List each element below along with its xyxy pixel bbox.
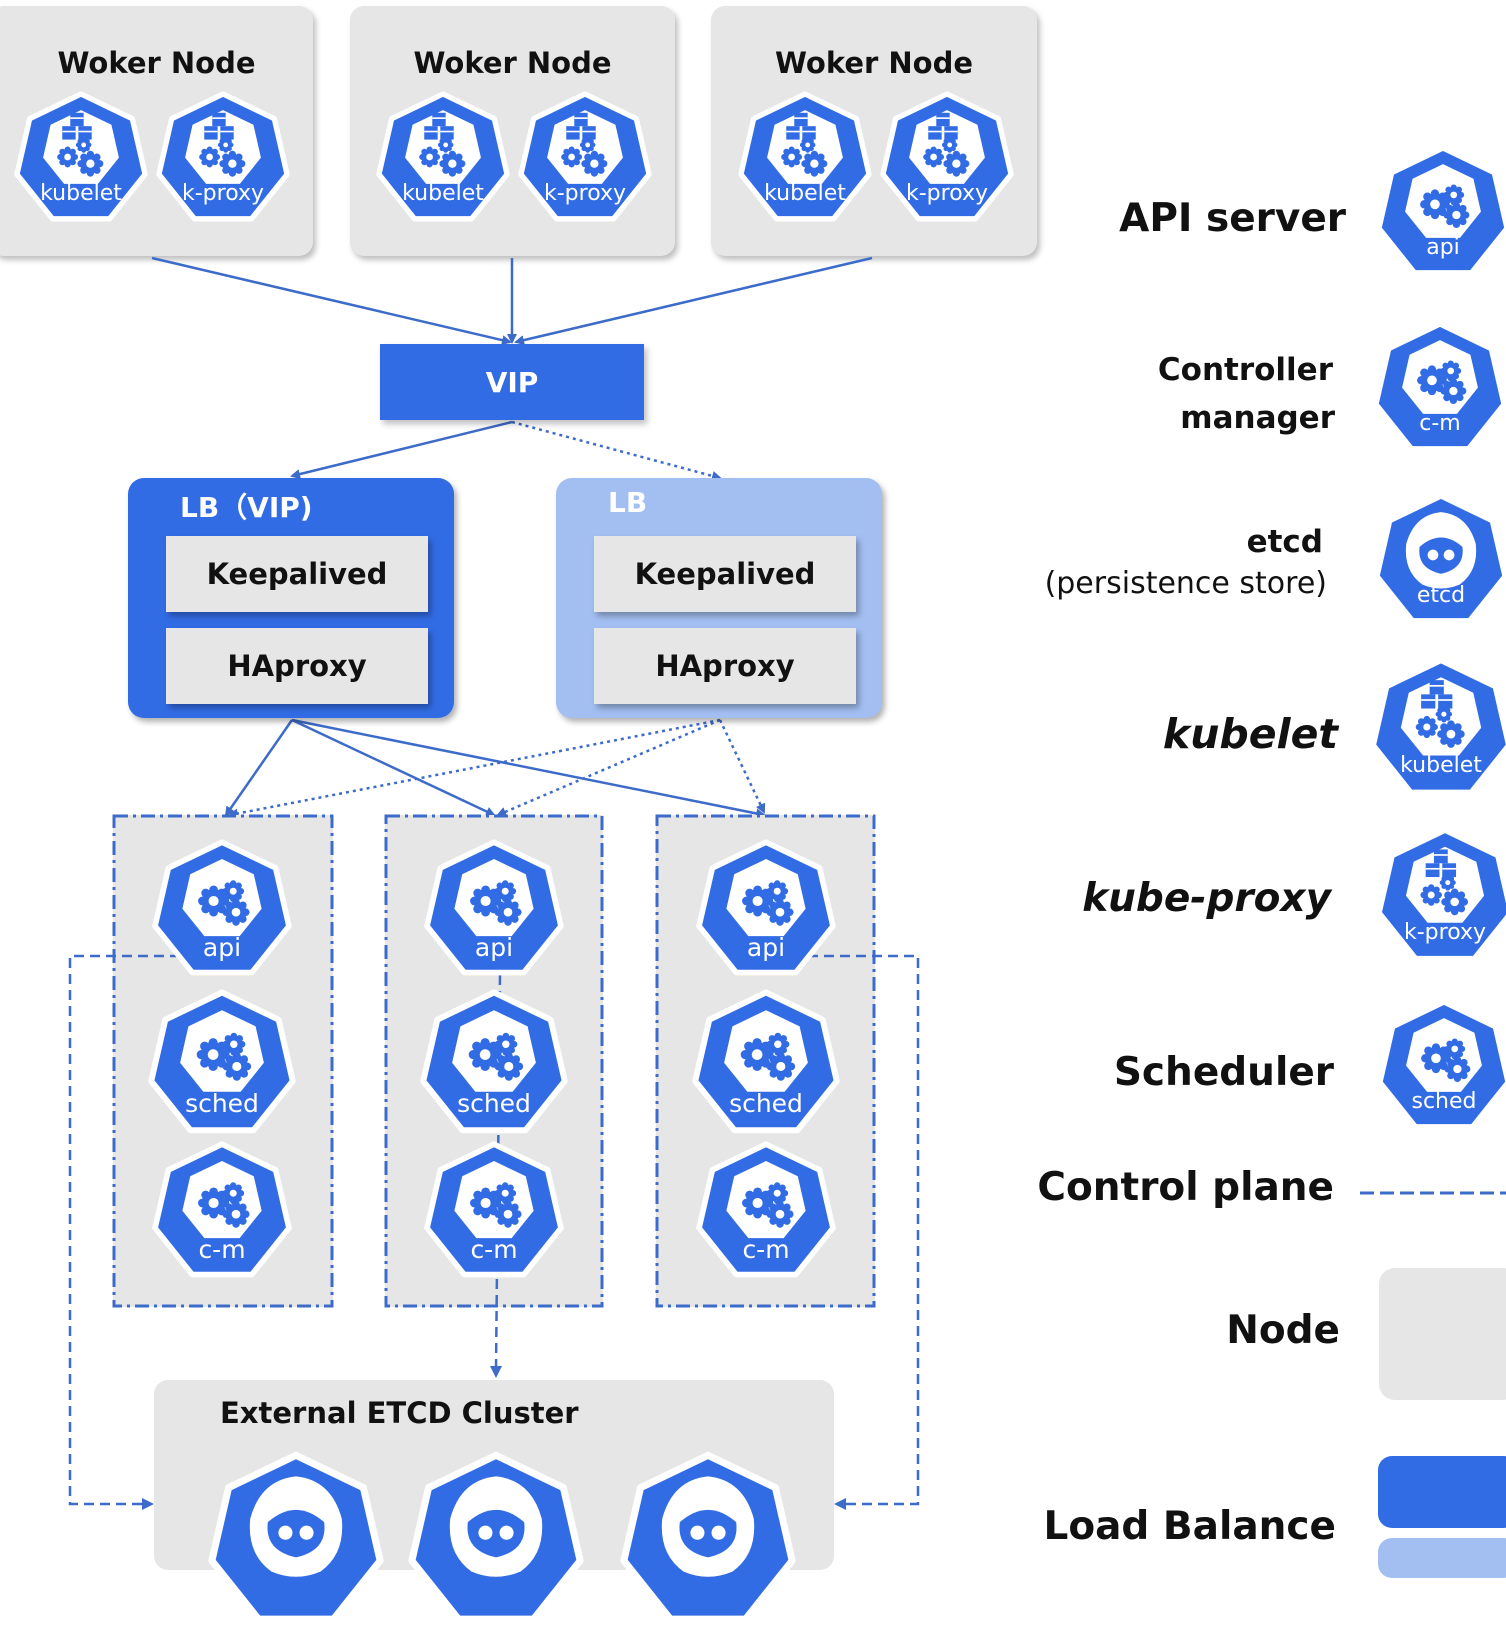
worker-node-title: Woker Node xyxy=(57,46,256,80)
kubelet-icon: kubelet xyxy=(738,90,872,224)
api-icon: api xyxy=(424,838,564,978)
legend-etcd-label-2: (persistence store) xyxy=(1044,566,1327,601)
controller-manager-icon: c-m xyxy=(696,1140,836,1280)
sched-icon: sched xyxy=(692,988,840,1136)
legend-api-server-label: API server xyxy=(1119,196,1346,241)
kube-proxy-icon: k-proxy xyxy=(1376,826,1506,964)
legend-swatches xyxy=(1360,1191,1506,1195)
legend-lb-backup-swatch xyxy=(1378,1538,1506,1578)
lb-title: LB xyxy=(608,486,648,519)
vip-label: VIP xyxy=(485,365,539,399)
legend-etcd-label-1: etcd xyxy=(1246,524,1323,560)
icon-label: k-proxy xyxy=(905,181,989,207)
icon-label: sched xyxy=(185,1088,259,1118)
icon-label: c-m xyxy=(1419,411,1461,437)
legend-load-balance-label: Load Balance xyxy=(1043,1504,1336,1549)
kube-proxy-icon: k-proxy xyxy=(156,90,290,224)
keepalived-box: Keepalived xyxy=(594,536,856,612)
kube-proxy-icon: k-proxy xyxy=(880,90,1014,224)
icon-label: api xyxy=(746,933,786,963)
legend-control-plane-label: Control plane xyxy=(1037,1165,1334,1210)
lb-backup-box: LB Keepalived HAproxy xyxy=(556,478,882,718)
kubelet-icon: kubelet xyxy=(14,90,148,224)
api-icon: api xyxy=(696,838,836,978)
icon-label: sched xyxy=(457,1088,531,1118)
connector-lines xyxy=(151,256,873,819)
sched-icon: sched xyxy=(420,988,568,1136)
legend-scheduler-label: Scheduler xyxy=(1113,1050,1334,1095)
keepalived-label: Keepalived xyxy=(634,557,816,591)
haproxy-box: HAproxy xyxy=(166,628,428,704)
icon-label: api xyxy=(1426,235,1460,261)
keepalived-label: Keepalived xyxy=(206,557,388,591)
controller-manager-icon: c-m xyxy=(424,1140,564,1280)
haproxy-label: HAproxy xyxy=(655,649,795,683)
api-icon: api xyxy=(1376,144,1506,278)
icon-label: api xyxy=(202,933,242,963)
icon-label: api xyxy=(474,933,514,963)
legend-controller-manager-label-2: manager xyxy=(1180,400,1335,436)
icon-label: kubelet xyxy=(764,181,846,207)
etcd-icon: etcd xyxy=(1374,492,1506,626)
icon-label: k-proxy xyxy=(181,181,265,207)
etcd-cluster-title: External ETCD Cluster xyxy=(220,1396,579,1430)
legend-lb-active-swatch xyxy=(1378,1456,1506,1528)
legend-kubelet-label: kubelet xyxy=(1162,710,1338,758)
icon-label: kubelet xyxy=(40,181,122,207)
legend-node-label: Node xyxy=(1226,1308,1340,1353)
kube-proxy-icon: k-proxy xyxy=(518,90,652,224)
controller-manager-icon: c-m xyxy=(152,1140,292,1280)
vip-box: VIP xyxy=(380,344,644,420)
icon-label: sched xyxy=(729,1088,803,1118)
lb-title: LB（VIP) xyxy=(180,491,313,524)
sched-icon: sched xyxy=(1377,998,1506,1132)
keepalived-box: Keepalived xyxy=(166,536,428,612)
icon-label: c-m xyxy=(198,1235,246,1265)
icon-label: k-proxy xyxy=(543,181,627,207)
legend-kube-proxy-label: kube-proxy xyxy=(1082,876,1331,921)
icon-label: c-m xyxy=(470,1235,518,1265)
icon-label: etcd xyxy=(1416,583,1466,609)
worker-node-title: Woker Node xyxy=(413,46,612,80)
icon-label: kubelet xyxy=(402,181,484,207)
worker-node-title: Woker Node xyxy=(774,46,974,80)
icon-label: c-m xyxy=(742,1235,790,1265)
haproxy-box: HAproxy xyxy=(594,628,856,704)
controller-manager-icon: c-m xyxy=(1373,320,1506,454)
icon-label: kubelet xyxy=(1400,752,1482,778)
kubelet-icon: kubelet xyxy=(1370,656,1506,798)
icon-label: k-proxy xyxy=(1403,919,1487,945)
sched-icon: sched xyxy=(148,988,296,1136)
kubelet-icon: kubelet xyxy=(376,90,510,224)
lb-vip-box: LB（VIP) Keepalived HAproxy xyxy=(128,478,454,718)
api-icon: api xyxy=(152,838,292,978)
legend-controller-manager-label-1: Controller xyxy=(1157,352,1333,388)
icon-label: sched xyxy=(1411,1089,1477,1115)
legend-node-swatch xyxy=(1379,1268,1506,1400)
haproxy-label: HAproxy xyxy=(227,649,367,683)
